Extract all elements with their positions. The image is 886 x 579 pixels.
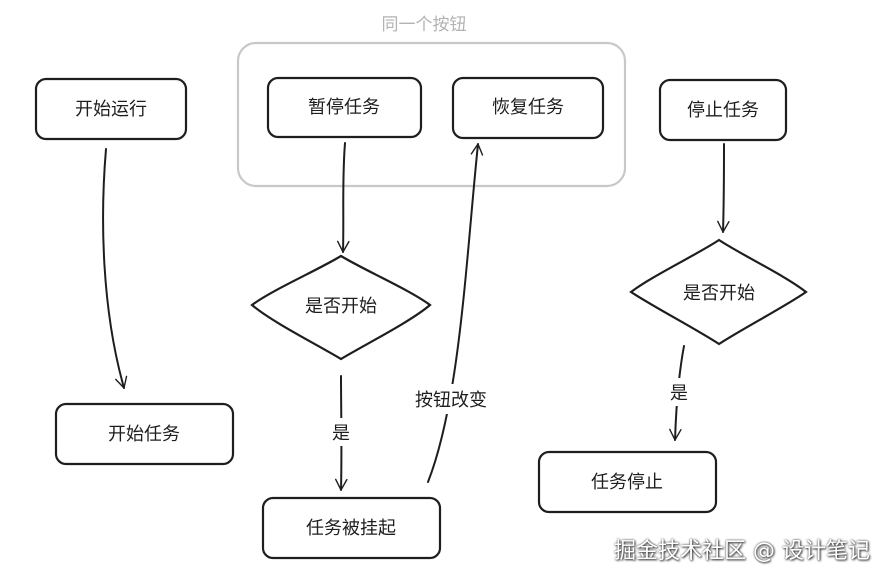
button-group-label: 同一个按钮 [382, 15, 467, 35]
node-task-suspended: 任务被挂起 [261, 496, 442, 560]
edge-start-run-to-start-task [102, 148, 128, 389]
node-start-task: 开始任务 [54, 402, 235, 466]
node-decision-right: 是否开始 [629, 238, 808, 346]
node-decision-mid-label: 是否开始 [305, 296, 377, 317]
edge-pause-to-decision [336, 142, 350, 253]
node-resume-task-label: 恢复任务 [492, 97, 564, 118]
node-task-stopped-label: 任务停止 [591, 472, 663, 493]
node-task-suspended-label: 任务被挂起 [306, 518, 396, 539]
node-pause-task-label: 暂停任务 [308, 97, 380, 118]
node-decision-right-label: 是否开始 [683, 283, 755, 304]
node-start-run: 开始运行 [34, 77, 188, 141]
watermark: 掘金技术社区 @ 设计笔记 [614, 539, 870, 564]
node-pause-task: 暂停任务 [266, 76, 423, 139]
edge-label-yes-mid: 是 [332, 423, 350, 444]
node-task-stopped: 任务停止 [537, 450, 718, 514]
node-stop-task: 停止任务 [658, 78, 788, 142]
node-stop-task-label: 停止任务 [687, 100, 759, 121]
node-start-run-label: 开始运行 [75, 99, 147, 120]
node-decision-mid: 是否开始 [250, 254, 432, 361]
edge-label-yes-right: 是 [670, 383, 688, 404]
edge-stop-to-decision [717, 143, 730, 233]
node-resume-task: 恢复任务 [451, 76, 605, 140]
button-group-frame [236, 41, 627, 188]
edge-label-button-change: 按钮改变 [415, 390, 487, 411]
edge-suspended-to-resume [427, 143, 484, 483]
node-start-task-label: 开始任务 [108, 424, 180, 445]
